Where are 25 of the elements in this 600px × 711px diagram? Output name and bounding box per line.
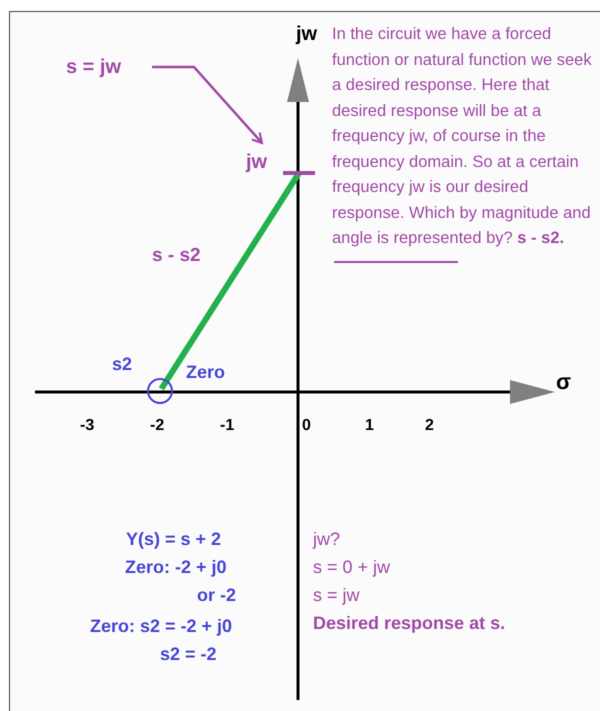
tick-label: 2 (425, 416, 434, 436)
zero-circle (147, 378, 173, 404)
tick-label: -1 (220, 416, 234, 436)
tick-label: 1 (365, 416, 374, 436)
tick-mark (283, 171, 315, 175)
equation-text: Desired response at s. (313, 613, 506, 635)
tick-label: -2 (150, 416, 164, 436)
axis-label: σ (556, 369, 572, 396)
point-label: s = jw (66, 55, 122, 79)
equation-text: Zero: s2 = -2 + j0 (90, 616, 232, 638)
point-label: jw (246, 150, 268, 174)
tick-label: 0 (302, 416, 311, 436)
equation-text: jw? (313, 529, 340, 551)
tick-label: -3 (80, 416, 94, 436)
equation-text: Zero: -2 + j0 (125, 557, 227, 579)
equation-text: Y(s) = s + 2 (126, 529, 222, 551)
equation-text: s2 = -2 (160, 644, 217, 666)
point-label: s2 (112, 354, 132, 376)
point-label: Zero (186, 362, 226, 384)
equation-text: s = jw (313, 585, 360, 607)
leader-arrow (152, 66, 264, 144)
equation-text: s = 0 + jw (313, 557, 390, 579)
axis-label: jw (296, 22, 318, 46)
equation-text: or -2 (197, 585, 236, 607)
explanation-text: In the circuit we have a forced function or natural function we seek a desired response. Here that desired response will be at a frequency jw, of course in the frequency domain. So at a certain frequency jw is our desired response. Which by magnitude and angle is represented by? s - s2. (332, 24, 593, 249)
